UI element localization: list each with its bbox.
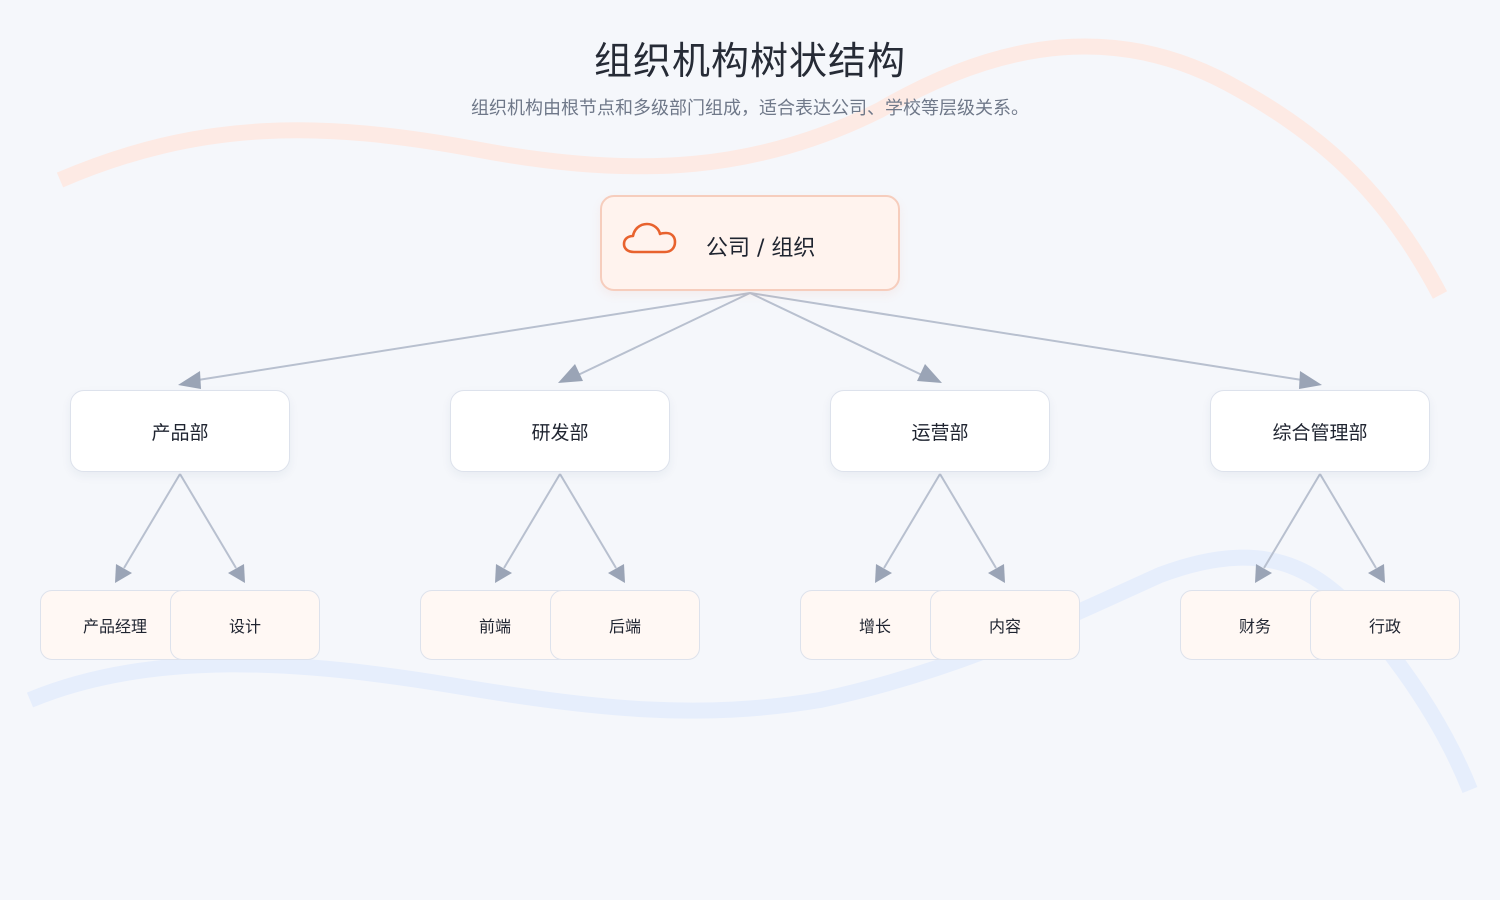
- department-node-rnd[interactable]: 研发部: [450, 390, 670, 472]
- cloud-icon: [622, 222, 677, 254]
- edge-dept-4-team-1: [1263, 473, 1321, 569]
- team-node[interactable]: 行政: [1310, 590, 1460, 660]
- team-label: 增长: [858, 617, 891, 636]
- team-label: 产品经理: [82, 617, 147, 636]
- edge-dept-3-team-1: [883, 473, 941, 569]
- team-node[interactable]: 增长: [800, 590, 950, 660]
- team-node[interactable]: 财务: [1180, 590, 1330, 660]
- team-label: 财务: [1238, 617, 1271, 636]
- edge-dept-1-team-1: [123, 473, 181, 569]
- team-node[interactable]: 前端: [420, 590, 570, 660]
- team-node[interactable]: 内容: [930, 590, 1080, 660]
- root-node-label: 公司 / 组织: [706, 236, 816, 261]
- edge-dept-2-team-1: [503, 473, 561, 569]
- arrow-head: [1368, 564, 1385, 583]
- department-node-admin[interactable]: 综合管理部: [1210, 390, 1430, 472]
- page-subtitle: 组织机构由根节点和多级部门组成，适合表达公司、学校等层级关系。: [471, 98, 1029, 119]
- department-label: 研发部: [531, 421, 589, 444]
- arrow-head: [988, 564, 1005, 583]
- arrow-head: [608, 564, 625, 583]
- team-label: 行政: [1368, 617, 1401, 636]
- arrow-head: [495, 564, 512, 583]
- root-node[interactable]: 公司 / 组织: [600, 195, 900, 291]
- department-label: 产品部: [151, 421, 209, 444]
- page-title: 组织机构树状结构: [593, 39, 906, 83]
- team-node[interactable]: 设计: [170, 590, 320, 660]
- team-node[interactable]: 产品经理: [40, 590, 190, 660]
- edge-root-dept-3: [749, 292, 923, 376]
- arrow-head: [917, 364, 942, 383]
- arrow-head: [558, 364, 583, 383]
- top-decorative-wave: [56, 38, 1448, 299]
- team-node[interactable]: 后端: [550, 590, 700, 660]
- team-label: 内容: [988, 617, 1021, 636]
- arrow-head: [228, 564, 245, 583]
- arrow-head: [1299, 371, 1322, 389]
- edge-dept-4-team-2: [1319, 473, 1377, 569]
- arrow-head: [1255, 564, 1272, 583]
- edge-root-dept-4: [749, 292, 1303, 381]
- edge-dept-1-team-2: [179, 473, 237, 569]
- edge-root-dept-2: [577, 292, 751, 376]
- department-node-operations[interactable]: 运营部: [830, 390, 1050, 472]
- department-label: 运营部: [911, 421, 969, 444]
- team-label: 后端: [608, 617, 641, 636]
- department-label: 综合管理部: [1272, 421, 1368, 444]
- edge-dept-3-team-2: [939, 473, 997, 569]
- arrow-head: [178, 371, 201, 389]
- team-label: 前端: [478, 617, 511, 636]
- edge-root-dept-1: [197, 292, 751, 381]
- arrow-head: [115, 564, 132, 583]
- team-label: 设计: [228, 617, 261, 636]
- department-node-product[interactable]: 产品部: [70, 390, 290, 472]
- arrow-head: [875, 564, 892, 583]
- edge-dept-2-team-2: [559, 473, 617, 569]
